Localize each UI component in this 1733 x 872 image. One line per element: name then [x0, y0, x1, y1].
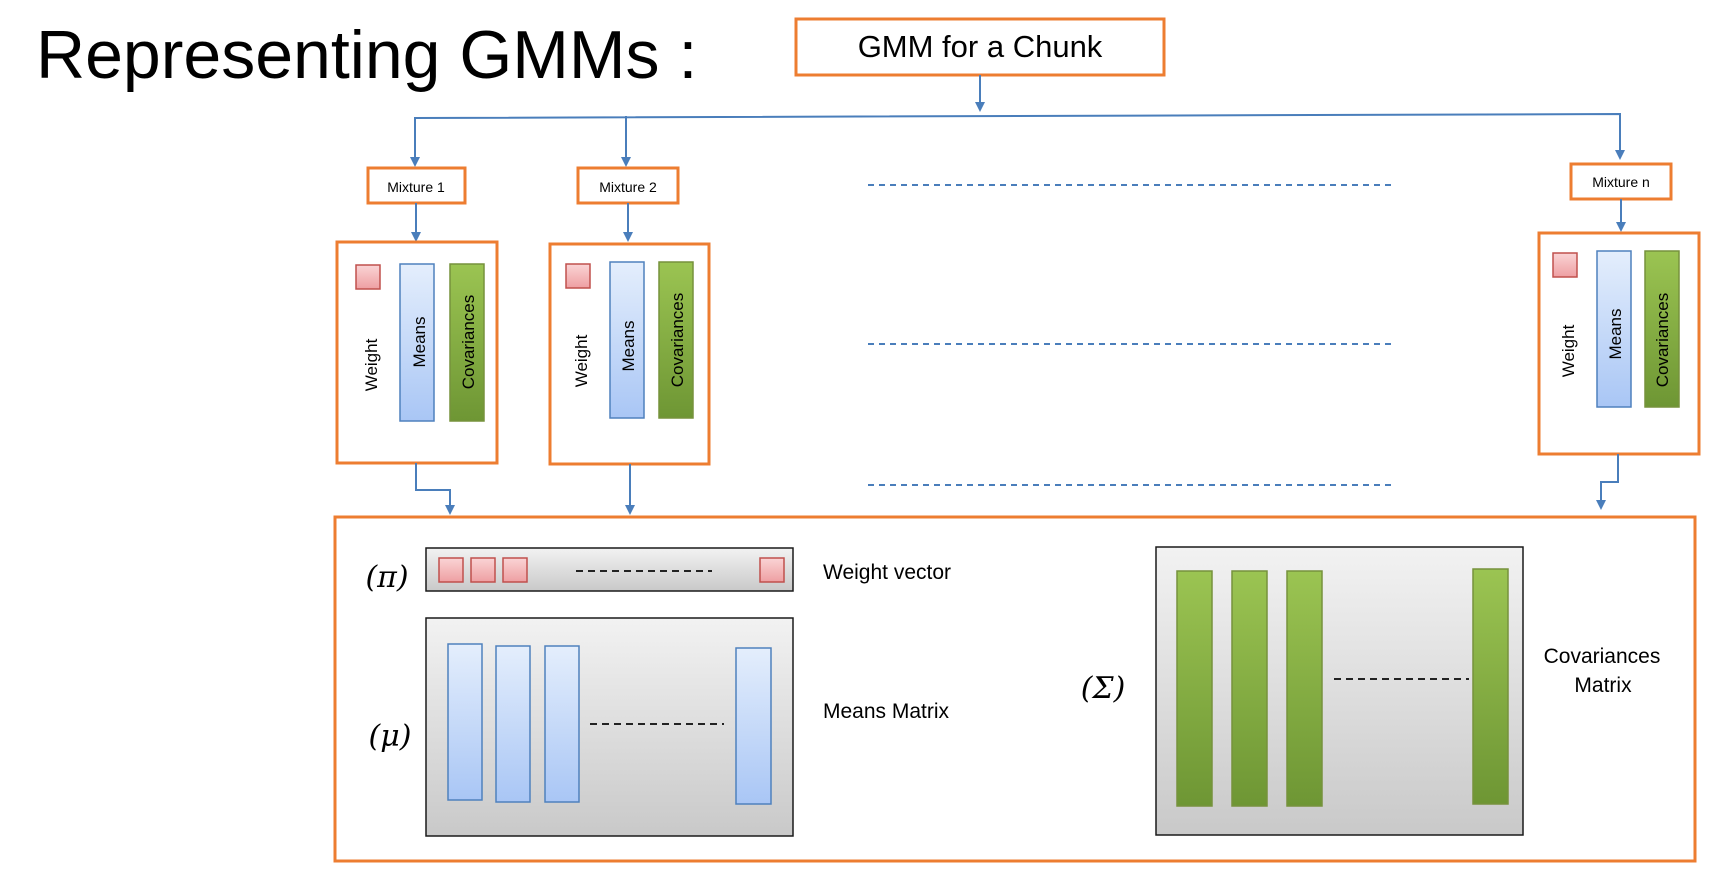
mixture-1-weight-label: Weight: [362, 338, 381, 391]
mixture-n-weight-square: [1552, 252, 1578, 278]
mixture-2-means-bar: [609, 261, 645, 419]
mixture-1-means-bar: [399, 263, 435, 422]
ellipsis-dashes: [868, 184, 1392, 486]
page-title: Representing GMMs :: [36, 17, 697, 93]
root-node: GMM for a Chunk: [794, 17, 1166, 77]
means-matrix-panel: [425, 617, 794, 837]
mixture-n-weight-label: Weight: [1559, 324, 1578, 377]
mixture-1-cov-bar: [449, 263, 485, 422]
weight-vector: (π) Weight vector: [365, 547, 951, 595]
covariances-matrix-label-line1: Covariances: [1544, 645, 1661, 668]
means-matrix-symbol: (μ): [369, 719, 412, 754]
means-matrix-bar-3: [544, 645, 580, 803]
mixture-n-cov-label: Covariances: [1653, 293, 1672, 388]
covariances-matrix: (Σ) Covariances Matrix: [1081, 546, 1661, 836]
mixture-n-means-label: Means: [1606, 308, 1625, 359]
mixture-n-cov-bar: [1644, 250, 1680, 408]
mixture-2-weight-label: Weight: [572, 334, 591, 387]
mixture-2-weight-square: [565, 263, 591, 289]
means-matrix-label: Means Matrix: [823, 700, 950, 723]
mixture-1-weight-square: [355, 264, 381, 290]
mixture-1-means-label: Means: [410, 316, 429, 367]
weight-vector-square-1: [438, 557, 464, 583]
means-matrix-bar-1: [447, 643, 483, 801]
covariances-matrix-bar-3: [1286, 570, 1323, 807]
covariances-matrix-label-line2: Matrix: [1574, 674, 1632, 697]
mixture-2-label: Mixture 2: [599, 179, 657, 195]
mixture-2: Mixture 2 Weight Means Covariances: [548, 166, 711, 515]
mixture-1-cov-label: Covariances: [459, 295, 478, 390]
mixture-n-box: [1569, 162, 1673, 201]
mixture-2-cov-bar: [658, 261, 694, 419]
root-connectors: [410, 75, 1625, 167]
mixture-n: Mixture n Weight Means Covariances: [1537, 162, 1701, 510]
means-matrix: (μ) Means Matrix: [369, 617, 950, 837]
weight-vector-square-3: [502, 557, 528, 583]
mixture-2-cov-label: Covariances: [668, 293, 687, 388]
means-matrix-bar-n: [735, 647, 772, 805]
mixture-1-label: Mixture 1: [387, 179, 445, 195]
covariances-matrix-bar-2: [1231, 570, 1268, 807]
covariances-matrix-bar-1: [1176, 570, 1213, 807]
weight-vector-square-n: [759, 557, 785, 583]
weight-vector-label: Weight vector: [823, 561, 951, 584]
covariances-matrix-symbol: (Σ): [1081, 671, 1126, 706]
mixture-n-label: Mixture n: [1592, 174, 1650, 190]
mixture-1: Mixture 1 Weight Means Covariances: [335, 166, 499, 515]
weight-vector-square-2: [470, 557, 496, 583]
mixture-2-means-label: Means: [619, 320, 638, 371]
mixture-2-box: [576, 166, 680, 205]
root-label: GMM for a Chunk: [858, 29, 1103, 64]
covariances-matrix-panel: [1155, 546, 1524, 836]
means-matrix-bar-2: [495, 645, 531, 803]
covariances-matrix-bar-n: [1472, 568, 1509, 805]
weight-vector-symbol: (π): [365, 560, 408, 595]
mixture-n-means-bar: [1596, 250, 1632, 408]
